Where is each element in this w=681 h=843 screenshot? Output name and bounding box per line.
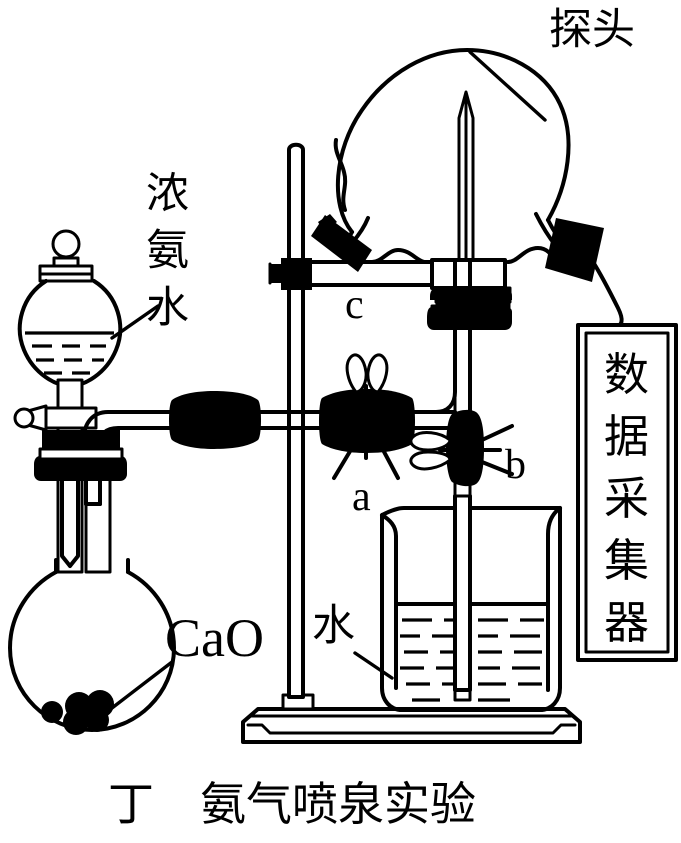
probe-needle xyxy=(457,90,475,262)
label-collector-char-2: 据 xyxy=(604,410,649,463)
pinch-clamp-b[interactable] xyxy=(409,409,514,487)
label-data-collector: 数 据 采 集 器 xyxy=(604,348,649,649)
cao-particles xyxy=(41,690,114,735)
leader-water xyxy=(353,651,394,680)
label-collector-char-1: 数 xyxy=(604,348,649,401)
label-ammonia-char-2: 氨 xyxy=(146,226,189,276)
pinch-clamp-a[interactable] xyxy=(319,353,415,480)
left-tilted-stopper xyxy=(311,214,372,272)
funnel-stopcock[interactable] xyxy=(13,404,98,432)
leader-ammonia xyxy=(110,304,160,340)
iron-stand xyxy=(241,142,582,744)
right-tilted-stopper xyxy=(545,218,604,282)
label-clamp-c: c xyxy=(345,282,364,328)
leader-cao xyxy=(110,660,174,710)
glass-tube-in-beaker xyxy=(453,494,472,692)
label-water: 水 xyxy=(312,601,355,651)
water-dashes xyxy=(400,618,544,702)
top-round-bottom-flask xyxy=(335,48,571,250)
label-concentrated-ammonia: 浓 氨 水 xyxy=(146,169,189,333)
pinch-clamp-left[interactable] xyxy=(169,391,261,449)
label-clamp-b: b xyxy=(505,442,526,488)
figure-caption: 丁 氨气喷泉实验 xyxy=(108,777,476,831)
stand-vertical-rod xyxy=(287,142,305,699)
probe-cable xyxy=(591,260,624,328)
label-ammonia-char-3: 水 xyxy=(146,283,189,333)
label-collector-char-4: 集 xyxy=(604,534,649,587)
ammonia-liquid-dashes xyxy=(32,344,106,375)
label-clamp-a: a xyxy=(352,474,371,520)
right-connector-hump xyxy=(506,246,558,264)
data-collector-box xyxy=(576,323,678,662)
reaction-flask-stopper xyxy=(34,430,127,481)
label-collector-char-5: 器 xyxy=(604,596,649,649)
stand-base xyxy=(241,707,582,744)
leader-probe xyxy=(468,50,547,122)
reaction-flask xyxy=(8,430,176,735)
label-probe: 探头 xyxy=(549,5,635,55)
left-connector-hump xyxy=(370,248,426,264)
label-ammonia-char-1: 浓 xyxy=(146,169,189,219)
label-collector-char-3: 采 xyxy=(604,472,649,525)
label-cao: CaO xyxy=(165,608,264,668)
left-stopper-wire xyxy=(333,138,348,212)
